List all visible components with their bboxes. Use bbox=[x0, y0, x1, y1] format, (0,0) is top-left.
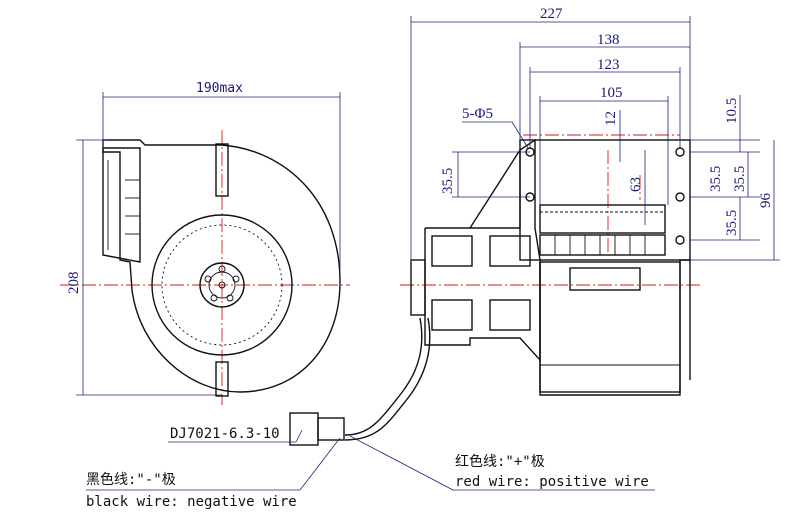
dim-123-label: 123 bbox=[597, 57, 620, 73]
dim-208-label: 208 bbox=[66, 272, 82, 295]
outlet-grille bbox=[539, 204, 666, 234]
rear-cap bbox=[410, 259, 426, 316]
motor-hub bbox=[199, 262, 245, 308]
mount-hole-5 bbox=[675, 235, 685, 245]
mount-hole-3 bbox=[675, 147, 685, 157]
dim-227-label: 227 bbox=[540, 6, 563, 22]
hub-hole-3 bbox=[204, 275, 212, 283]
connector-label: DJ7021-6.3-10 bbox=[170, 426, 280, 442]
wire-harness bbox=[344, 317, 423, 436]
dim-left-35-5-label: 35.5 bbox=[440, 168, 456, 194]
housing-diagonal bbox=[469, 149, 521, 229]
mount-hole-4 bbox=[675, 192, 685, 202]
housing-window-1 bbox=[431, 235, 473, 267]
hub-hole-1 bbox=[218, 265, 226, 273]
dim-105-label: 105 bbox=[600, 85, 623, 101]
side-view: 227 138 123 105 12 5-Φ5 35.5 63 bbox=[289, 6, 780, 446]
motor-body bbox=[425, 138, 691, 396]
front-view: 190max 208 bbox=[60, 81, 350, 405]
housing-side bbox=[424, 228, 541, 362]
hub-hole-5 bbox=[210, 294, 218, 302]
black-wire-leader bbox=[299, 437, 341, 491]
housing-window-2 bbox=[489, 235, 531, 267]
hole-leader-2 bbox=[511, 121, 529, 149]
dim-63-label: 63 bbox=[628, 177, 644, 192]
dim-12-label: 12 bbox=[603, 111, 619, 126]
dim-190max-label: 190max bbox=[196, 81, 243, 96]
red-wire-en-label: red wire: positive wire bbox=[455, 474, 649, 490]
black-wire-en-label: black wire: negative wire bbox=[86, 494, 297, 510]
red-wire-leader bbox=[349, 435, 454, 491]
housing-window-4 bbox=[489, 299, 531, 331]
wire-harness-2 bbox=[344, 317, 431, 441]
dim-right-35-5-upper-label: 35.5 bbox=[732, 166, 748, 192]
connector-leader-d bbox=[295, 429, 303, 443]
volute-housing bbox=[102, 139, 341, 393]
hub-hole-4 bbox=[226, 294, 234, 302]
dim-138-label: 138 bbox=[597, 32, 620, 48]
shaft bbox=[218, 281, 226, 289]
connector-body bbox=[289, 412, 319, 446]
impeller-blades bbox=[161, 224, 283, 346]
dim-right-35-5-lower-label: 35.5 bbox=[724, 210, 740, 236]
housing-window-3 bbox=[431, 299, 473, 331]
dim-10-5-label: 10.5 bbox=[724, 98, 740, 124]
dim-right-35-5-mid-label: 35.5 bbox=[708, 166, 724, 192]
impeller-outer bbox=[151, 214, 293, 356]
motor-label-plate bbox=[569, 267, 641, 291]
bottom-mount-tab bbox=[215, 361, 229, 397]
connector-sleeve bbox=[317, 417, 345, 441]
motor-can bbox=[539, 261, 681, 393]
dim-96-label: 96 bbox=[758, 193, 774, 209]
top-mount-tab bbox=[215, 143, 229, 197]
terminal-block bbox=[539, 234, 666, 256]
hole-spec-label: 5-Φ5 bbox=[462, 106, 493, 122]
callouts: DJ7021-6.3-10 黑色线:"-"极 black wire: negat… bbox=[86, 426, 655, 510]
black-wire-cn-label: 黑色线:"-"极 bbox=[86, 471, 176, 488]
hub-hole-2 bbox=[232, 275, 240, 283]
red-wire-cn-label: 红色线:"+"极 bbox=[455, 453, 545, 470]
outlet-flange bbox=[102, 147, 141, 263]
